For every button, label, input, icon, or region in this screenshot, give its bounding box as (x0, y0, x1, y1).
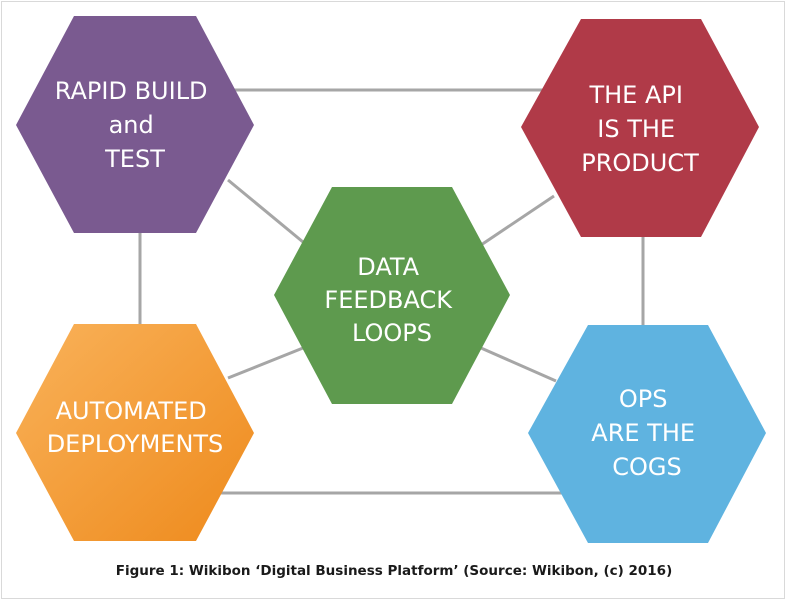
svg-text:THE API IS THE PRO: THE API IS THE PRODUCT (581, 81, 699, 177)
connector-auto-data (227, 346, 304, 380)
hex-label-line: LOOPS (352, 319, 432, 347)
hex-label-line: FEEDBACK (324, 286, 453, 314)
hex-shape (16, 324, 254, 541)
svg-text:OPS ARE THE COGS: OPS ARE THE COGS (591, 385, 702, 481)
hex-label-line: DATA (357, 253, 419, 281)
hex-shape (16, 16, 254, 233)
hex-rapid-build-and-test: RAPID BUILD and TEST (16, 16, 254, 233)
hex-label-line: TEST (104, 145, 165, 173)
hex-data-feedback-loops: DATA FEEDBACK LOOPS (274, 187, 510, 404)
svg-text:DATA FEEDBACK LOOP: DATA FEEDBACK LOOPS (324, 253, 459, 347)
hex-label-line: IS THE (597, 115, 675, 143)
hex-label-line: OPS (619, 385, 668, 413)
diagram-canvas: RAPID BUILD and TEST THE API IS THE PROD… (16, 16, 766, 543)
hex-label-line: RAPID BUILD (55, 77, 208, 105)
hex-shape (528, 325, 766, 543)
hex-label-line: THE API (588, 81, 682, 109)
hex-shape (274, 187, 510, 404)
connector-api-data (480, 194, 555, 247)
hex-the-api-is-the-product: THE API IS THE PRODUCT (521, 19, 759, 237)
svg-text:RAPID BUILD and TE: RAPID BUILD and TEST (55, 77, 215, 173)
figure-caption: Figure 1: Wikibon ‘Digital Business Plat… (115, 563, 673, 579)
hex-label-line: DEPLOYMENTS (47, 430, 224, 458)
hex-label-line: COGS (612, 453, 681, 481)
connector-lines (138, 88, 645, 495)
connector-ops-data (480, 346, 557, 383)
hex-automated-deployments: AUTOMATED DEPLOYMENTS (16, 324, 254, 541)
svg-text:AUTOMATED DEPLOYMENTS: AUTOMATED DEPLOYMENTS (47, 397, 224, 458)
hex-label-line: and (109, 111, 154, 139)
hex-label-line: ARE THE (591, 419, 695, 447)
hex-label-line: AUTOMATED (56, 397, 207, 425)
hex-shape (521, 19, 759, 237)
hex-label-line: PRODUCT (581, 149, 699, 177)
connector-rapid-data (227, 178, 304, 244)
hex-ops-are-the-cogs: OPS ARE THE COGS (528, 325, 766, 543)
